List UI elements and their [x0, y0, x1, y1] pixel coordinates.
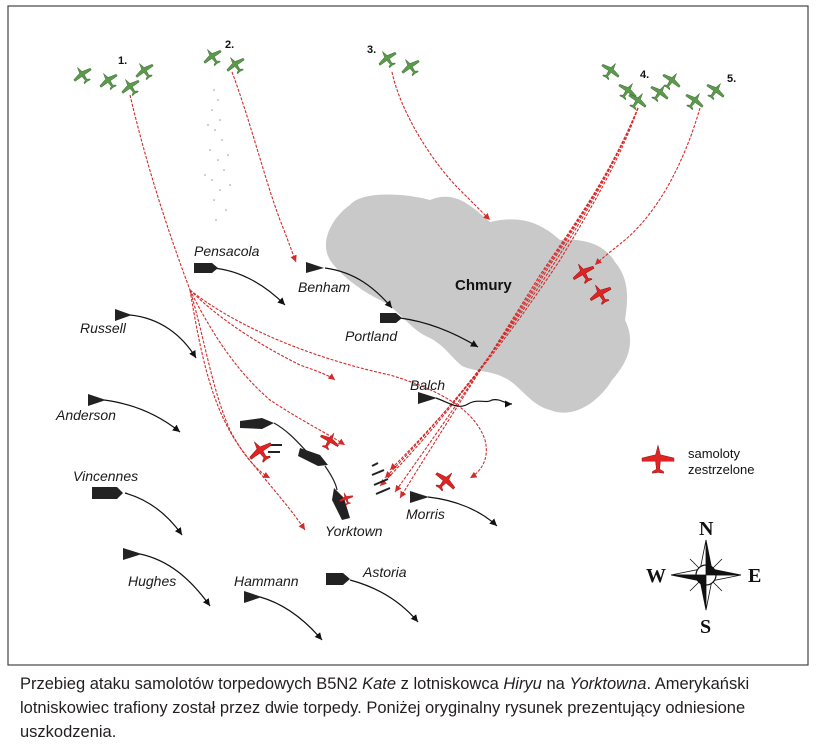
figure-caption: Przebieg ataku samolotów torpedowych B5N… — [20, 672, 810, 744]
label-yorktown: Yorktown — [325, 523, 383, 539]
ship-morris — [410, 491, 429, 503]
course-portland — [399, 317, 479, 348]
label-russell: Russell — [80, 320, 127, 336]
course-astoria — [349, 579, 419, 623]
attacking-planes — [68, 43, 730, 115]
compass-star — [670, 539, 742, 611]
caption-text-2: z lotniskowca — [396, 675, 504, 693]
label-balch: Balch — [410, 377, 445, 393]
legend: samoloty zestrzelone — [641, 444, 754, 477]
caption-hiryu: Hiryu — [503, 675, 542, 693]
attack-path-group1-e — [189, 289, 306, 531]
ship-anderson — [88, 394, 106, 406]
plane-icon — [198, 43, 227, 71]
cloud-label: Chmury — [455, 277, 512, 294]
course-balch — [435, 397, 513, 408]
course-morris — [427, 496, 498, 527]
caption-yorktowna: Yorktowna — [569, 675, 647, 693]
diagram-frame — [7, 5, 809, 666]
course-benham — [324, 267, 393, 309]
attack-path-group4-c — [379, 107, 639, 487]
attack-path-group1-d — [189, 289, 487, 479]
yorktown-wake — [273, 422, 338, 491]
cloud-area — [325, 194, 631, 413]
label-pensacola: Pensacola — [194, 243, 260, 259]
group-label-1: 1. — [118, 55, 127, 67]
ship-portland — [380, 313, 402, 323]
attack-path-group4-b — [384, 107, 639, 479]
attack-path-group1-b — [189, 289, 346, 446]
ship-hammann — [244, 591, 262, 603]
compass-north-label: N — [699, 518, 714, 540]
ship-hughes — [123, 548, 142, 560]
label-vincennes: Vincennes — [73, 468, 138, 484]
label-hammann: Hammann — [234, 573, 299, 589]
ship-vincennes — [92, 487, 123, 499]
label-anderson: Anderson — [55, 407, 116, 423]
compass-west-label: W — [646, 565, 666, 587]
course-vincennes — [124, 492, 183, 536]
group-label-5: 5. — [727, 73, 736, 85]
course-russell — [129, 314, 197, 359]
plane-icon — [68, 61, 97, 89]
caption-text-1: Przebieg ataku samolotów torpedowych B5N… — [20, 675, 363, 693]
plane-icon — [680, 87, 709, 115]
attack-paths — [129, 71, 701, 531]
plane-icon — [396, 53, 425, 81]
dotted-trail — [204, 89, 231, 221]
label-benham: Benham — [298, 279, 350, 295]
course-anderson — [103, 399, 181, 433]
plane-icon — [373, 45, 402, 73]
caption-kate: Kate — [362, 675, 397, 693]
ship-benham — [306, 262, 324, 273]
group-label-2: 2. — [225, 39, 234, 51]
plane-icon — [701, 77, 730, 105]
yorktown-screen-marks — [268, 444, 391, 495]
ship-balch — [418, 392, 437, 404]
yorktown-track — [240, 418, 391, 520]
attack-diagram: Chmury — [7, 5, 809, 666]
ship-pensacola — [194, 263, 218, 273]
shot-down-plane-icon — [243, 434, 278, 468]
caption-text-4: . Amerykański lotniskowiec trafiony zost… — [20, 675, 750, 741]
yorktown-silhouette-1 — [240, 418, 274, 429]
course-pensacola — [211, 267, 286, 306]
label-portland: Portland — [345, 328, 398, 344]
legend-label-line2: zestrzelone — [688, 462, 754, 477]
group-label-3: 3. — [367, 44, 376, 56]
compass-south-label: S — [700, 616, 711, 638]
legend-shot-down-plane-icon — [641, 444, 675, 475]
compass-east-label: E — [748, 565, 761, 587]
attack-path-group3 — [391, 71, 491, 221]
plane-icon — [94, 67, 123, 95]
yorktown-silhouette-2 — [298, 448, 328, 466]
ship-russell — [115, 309, 132, 321]
attack-path-group1-c — [189, 289, 336, 381]
course-hughes — [139, 553, 211, 607]
attack-path-group2 — [231, 71, 297, 263]
plane-icon — [221, 51, 250, 79]
attack-path-group5 — [594, 107, 701, 266]
ship-courses — [103, 267, 513, 641]
group-label-4: 4. — [640, 69, 649, 81]
label-morris: Morris — [406, 506, 445, 522]
caption-text-3: na — [541, 675, 570, 693]
shot-down-plane-icon — [429, 464, 462, 497]
yorktown-silhouette-3 — [332, 488, 350, 520]
label-hughes: Hughes — [128, 573, 176, 589]
compass-rose: N S W E — [646, 518, 761, 638]
ships — [88, 262, 437, 603]
course-hammann — [259, 596, 323, 641]
label-astoria: Astoria — [362, 564, 407, 580]
ship-astoria — [326, 573, 350, 585]
legend-label-line1: samoloty — [688, 446, 741, 461]
attack-path-group4-d — [394, 107, 639, 493]
plane-icon — [130, 57, 159, 85]
plane-icon — [596, 57, 625, 85]
